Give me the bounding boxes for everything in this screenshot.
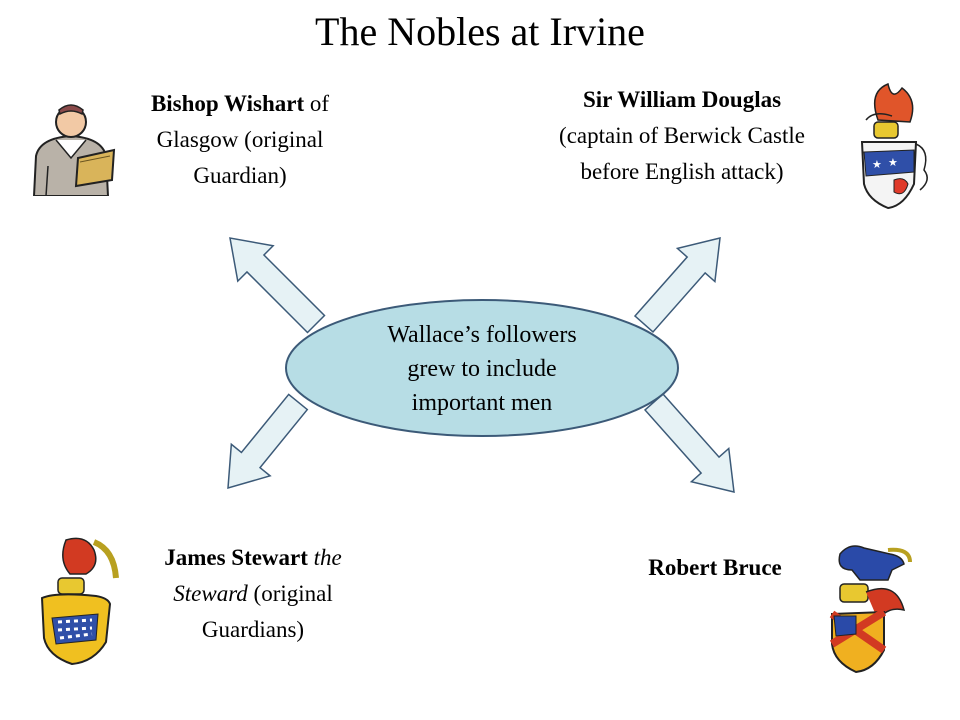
noble-name: Robert Bruce (648, 555, 782, 580)
noble-text: Glasgow (original (156, 127, 324, 152)
noble-text: Steward (173, 581, 248, 606)
center-ellipse (285, 299, 679, 437)
arrow-group (227, 237, 735, 493)
page-title: The Nobles at Irvine (315, 9, 645, 54)
bishop-illustration (32, 104, 116, 196)
noble-label-bruce: Robert Bruce (610, 550, 820, 586)
noble-label-douglas: Sir William Douglas (captain of Berwick … (492, 82, 872, 190)
noble-text: Guardians) (201, 617, 305, 642)
arrow-to-douglas (633, 237, 721, 334)
noble-text: Guardian) (193, 163, 287, 188)
noble-text: the (307, 545, 342, 570)
noble-label-wishart: Bishop Wishart of Glasgow (original Guar… (100, 86, 380, 194)
noble-text: of (304, 91, 330, 116)
arrow-to-stewart (227, 393, 309, 490)
arrow-to-wishart (229, 237, 326, 334)
center-text: Wallace’s followers grew to include impo… (290, 318, 674, 420)
noble-name: Bishop Wishart (150, 91, 305, 116)
noble-text: (original (247, 581, 333, 606)
center-line: important men (411, 390, 553, 416)
arrow-to-bruce (643, 392, 735, 493)
bruce-coat-of-arms (829, 545, 912, 674)
noble-text: before English attack) (580, 159, 784, 184)
svg-text:★: ★ (872, 158, 882, 171)
noble-label-stewart: James Stewart the Steward (original Guar… (118, 540, 388, 648)
douglas-coat-of-arms: ★ ★ (860, 82, 928, 210)
noble-text: (captain of Berwick Castle (559, 123, 805, 148)
stewart-coat-of-arms (40, 537, 119, 666)
noble-name: James Stewart (164, 545, 308, 570)
center-line: Wallace’s followers (387, 322, 577, 348)
noble-name: Sir William Douglas (582, 87, 782, 112)
center-line: grew to include (407, 356, 557, 382)
svg-text:★: ★ (888, 156, 898, 169)
